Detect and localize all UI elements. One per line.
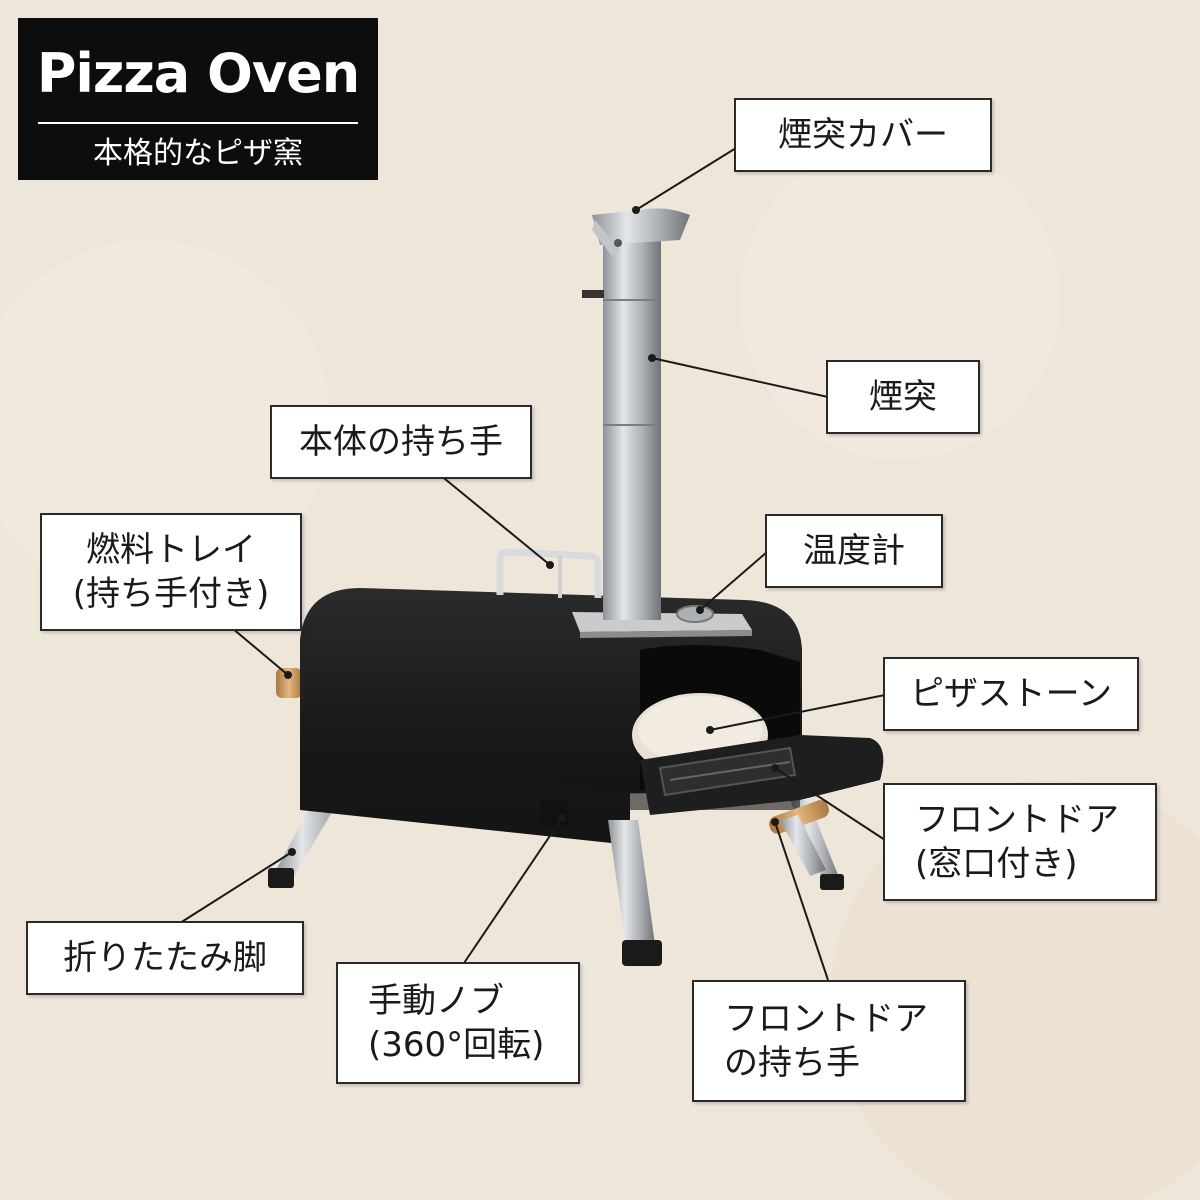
label-manual-knob-line2: (360°回転) [368, 1025, 545, 1065]
label-thermometer: 温度計 [765, 514, 943, 588]
page-title: Pizza Oven [36, 42, 360, 105]
label-pizza-stone-text: ピザストーン [910, 674, 1112, 714]
thermometer-shape [676, 605, 714, 623]
leader-dots [284, 206, 779, 856]
chimney-shape [582, 240, 661, 620]
leader-thermometer [699, 551, 768, 611]
label-front-door: フロントドア (窓口付き) [883, 783, 1157, 901]
label-manual-knob-line1: 手動ノブ [368, 981, 504, 1021]
leader-fuel-tray [231, 627, 289, 676]
label-fuel-tray-line1: 燃料トレイ [86, 530, 256, 570]
front-legs [608, 815, 826, 966]
leader-folding-legs [179, 851, 293, 924]
label-fuel-tray: 燃料トレイ (持ち手付き) [40, 513, 302, 631]
leader-lines [179, 147, 886, 981]
leader-chimney [651, 357, 829, 398]
label-chimney-cover-text: 煙突カバー [778, 115, 948, 155]
leader-body-handle [433, 469, 551, 566]
label-body-handle: 本体の持ち手 [270, 405, 532, 479]
label-front-door-handle: フロントドア の持ち手 [692, 980, 966, 1102]
label-folding-legs: 折りたたみ脚 [26, 921, 304, 995]
label-front-door-line1: フロントドア [915, 800, 1119, 840]
label-folding-legs-text: 折りたたみ脚 [63, 938, 267, 978]
leader-manual-knob [461, 817, 563, 967]
label-thermometer-text: 温度計 [803, 531, 905, 571]
chimney-cover-shape [592, 208, 690, 256]
title-divider [38, 122, 358, 124]
leader-front-door-handle [774, 821, 829, 981]
label-chimney-text: 煙突 [869, 377, 937, 417]
label-fuel-tray-line2: (持ち手付き) [72, 574, 270, 614]
front-door-tray [640, 735, 884, 815]
label-body-handle-text: 本体の持ち手 [299, 422, 503, 462]
title-box: Pizza Oven 本格的なピザ窯 [18, 18, 378, 180]
fuel-tray-handle [276, 668, 302, 698]
leader-pizza-stone [709, 694, 886, 731]
body-handle-shape [496, 548, 602, 598]
label-front-door-handle-line1: フロントドア [724, 999, 928, 1039]
leader-front-door [774, 767, 886, 841]
label-chimney-cover: 煙突カバー [734, 98, 992, 172]
label-chimney: 煙突 [826, 360, 980, 434]
label-manual-knob: 手動ノブ (360°回転) [336, 962, 580, 1084]
label-front-door-line2: (窓口付き) [915, 844, 1078, 884]
page-subtitle: 本格的なピザ窯 [93, 136, 303, 171]
leader-chimney-cover [635, 147, 737, 211]
label-front-door-handle-line2: の持ち手 [724, 1043, 860, 1083]
label-pizza-stone: ピザストーン [883, 657, 1139, 731]
